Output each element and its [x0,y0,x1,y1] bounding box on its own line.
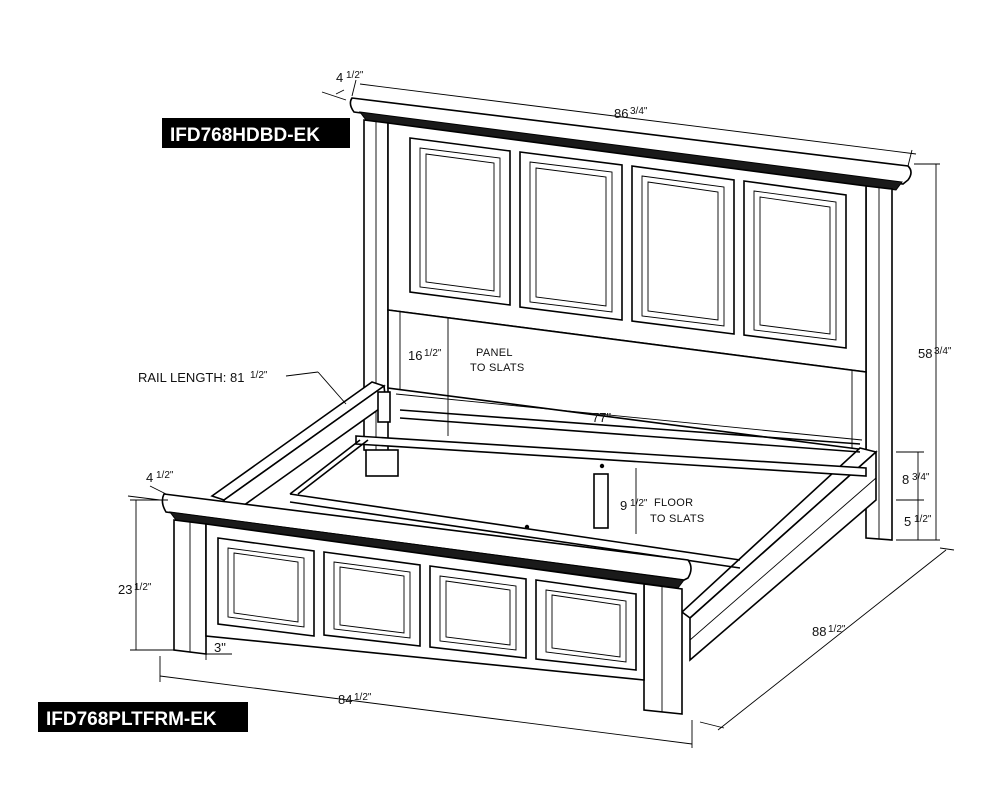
rail-length-label: RAIL LENGTH: 81 [138,370,244,385]
panel-note-line1: PANEL [476,347,513,359]
bed-frame [210,381,878,662]
footboard-panel-frame [205,523,645,681]
footboard-right-post [643,583,683,715]
headboard [349,97,912,541]
floor-note-line2: TO SLATS [650,513,705,525]
platform-model-text: IFD768PLTFRM-EK [46,709,217,730]
panel-note-line2: TO SLATS [470,362,525,374]
dim-frac: 1/2" [424,348,442,359]
footboard [161,493,692,715]
dim-fb-height: 23 [118,582,132,597]
dim-frac: 3/4" [630,106,648,117]
dim-frac: 1/2" [630,498,648,509]
dim-floor-to-slats: 9 [620,498,627,513]
dim-leg-clear: 5 [904,514,911,529]
footboard-panels [217,537,637,671]
dim-inner-width: 77" [592,410,611,425]
dimension-labels: 4 1/2" 86 3/4" 58 3/4" 16 1/2" PANEL TO … [118,70,952,707]
dim-hb-top-depth: 4 [336,70,343,85]
dim-frac: 1/2" [828,624,846,635]
headboard-model-text: IFD768HDBD-EK [170,125,320,146]
dim-overall-length: 88 [812,624,826,639]
dim-frac: 1/2" [354,692,372,703]
dim-frac: 1/2" [156,470,174,481]
dim-overall-width: 84 [338,692,352,707]
dim-fb-leg: 3" [214,640,226,655]
dim-hb-height: 58 [918,346,932,361]
dim-fb-top-depth: 4 [146,470,153,485]
rail-bracket [377,391,391,423]
headboard-left-foot [365,449,399,477]
headboard-crown [349,97,912,185]
headboard-model-tag: IFD768HDBD-EK [162,118,350,148]
center-support-leg [593,473,609,529]
dim-frac: 3/4" [934,346,952,357]
dim-frac: 3/4" [912,472,930,483]
dimension-lines [127,79,955,748]
headboard-crown-trim [358,111,903,191]
dim-hb-width: 86 [614,106,628,121]
platform-model-tag: IFD768PLTFRM-EK [38,702,248,732]
dim-rail-frac: 1/2" [250,370,268,381]
dim-frac: 1/2" [134,582,152,593]
headboard-panels [409,137,847,349]
dim-frac: 1/2" [346,70,364,81]
center-support-beam [355,435,867,477]
floor-note-line1: FLOOR [654,497,693,509]
dim-rail-height: 8 [902,472,909,487]
dim-panel-to-slats: 16 [408,348,422,363]
dim-frac: 1/2" [914,514,932,525]
